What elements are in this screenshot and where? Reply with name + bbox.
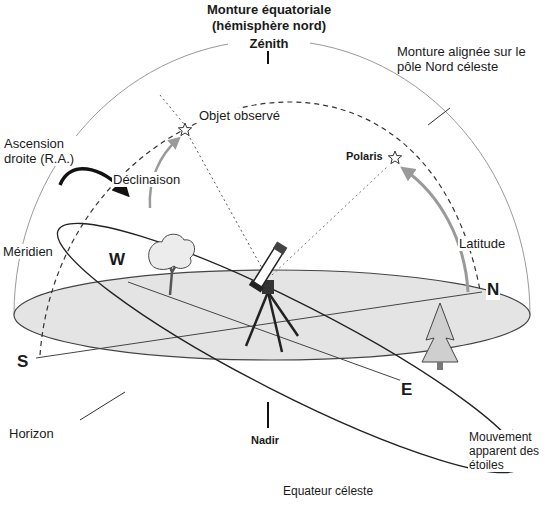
leader-line <box>80 392 125 420</box>
mount-note: Monture alignée sur le pôle Nord céleste <box>396 44 548 74</box>
meridian-arc <box>40 102 480 355</box>
object-label: Objet observé <box>198 108 281 123</box>
compass-letter: S <box>16 352 29 372</box>
pine-tree <box>422 303 458 370</box>
compass-letter: W <box>108 250 126 270</box>
zenith-tick <box>267 50 269 64</box>
nadir-tick <box>267 402 269 428</box>
pointing-line <box>190 138 262 268</box>
star-symbol <box>178 123 191 136</box>
leader-line <box>428 108 450 125</box>
compass-letter: N <box>486 280 500 300</box>
latitude-label: Latitude <box>458 236 506 251</box>
zenith-label: Zénith <box>228 36 310 51</box>
diagram-title: Monture équatoriale (hémisphère nord) <box>188 2 350 34</box>
polar-axis <box>272 166 388 275</box>
celestial-equator <box>38 190 542 506</box>
equator-label: Equateur céleste <box>282 484 374 498</box>
tree <box>149 234 195 295</box>
nadir-label: Nadir <box>250 434 280 447</box>
meridian-label: Méridien <box>2 244 54 259</box>
north-south-line <box>36 292 482 358</box>
declination-label: Déclinaison <box>112 172 181 187</box>
ra-label: Ascension droite (R.A.) <box>3 136 87 166</box>
latitude-arrow <box>405 170 468 292</box>
horizon-plane <box>14 270 530 360</box>
star-symbol <box>388 151 401 164</box>
horizon-label: Horizon <box>8 426 55 441</box>
pointing-line <box>160 95 184 124</box>
motion-label: Mouvement apparent des étoiles <box>468 430 548 472</box>
star-label: Polaris <box>345 150 384 163</box>
telescope <box>246 241 298 352</box>
compass-letter: E <box>400 380 413 400</box>
